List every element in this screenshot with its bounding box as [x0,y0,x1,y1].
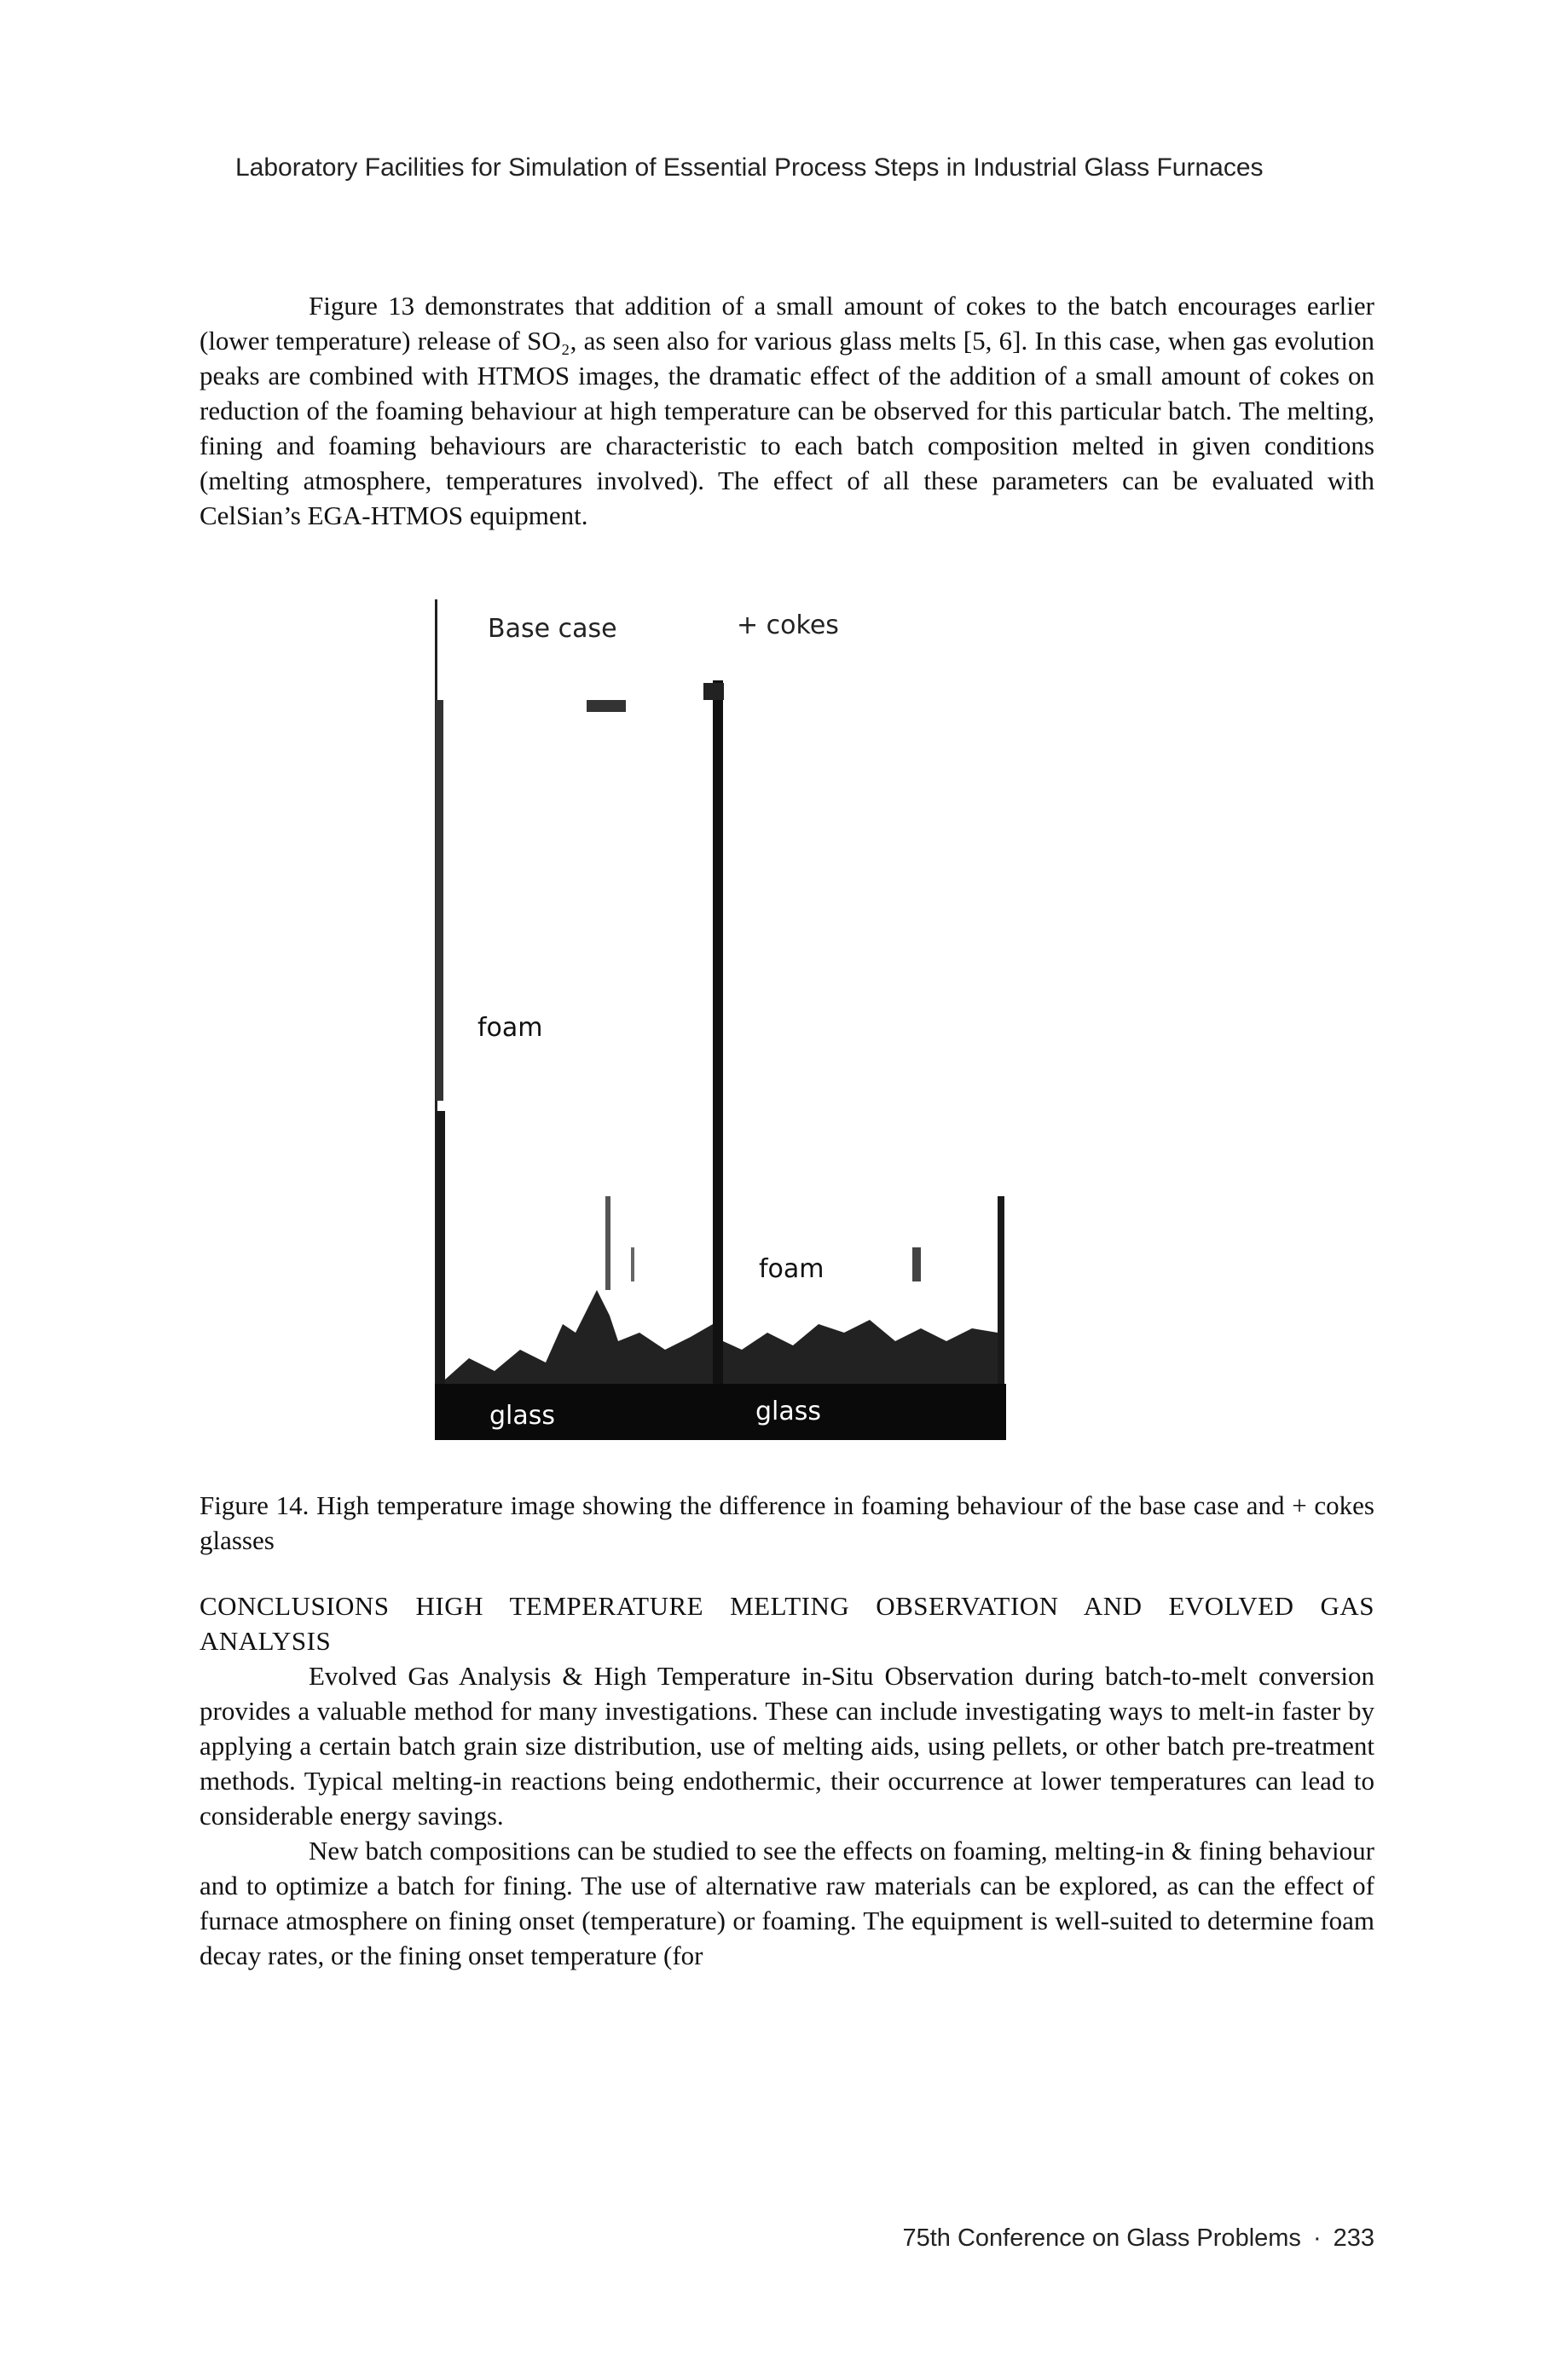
footer-separator: · [1312,2224,1322,2252]
glass-label-left: glass [489,1401,556,1431]
figure-htmos-image: Base case + cokes foam foam glass glass [435,599,1006,1440]
figure-caption: Figure 14. High temperature image showin… [200,1488,1374,1558]
page-footer: 75th Conference on Glass Problems · 233 [801,2224,1374,2253]
running-header: Laboratory Facilities for Simulation of … [235,153,1264,182]
left-wall-lower [436,1111,445,1392]
base-case-label: Base case [488,614,617,644]
left-wall-upper [436,700,443,1101]
conclusions-paragraph-1: Evolved Gas Analysis & High Temperature … [200,1661,1374,1831]
speckle-streak [605,1196,610,1290]
furnace-image [435,599,1006,1440]
right-wall [998,1196,1004,1405]
cokes-label: + cokes [737,610,839,640]
conclusions-section: CONCLUSIONS HIGH TEMPERATURE MELTING OBS… [200,1588,1374,1973]
speckle [587,700,626,712]
foam-bottom-left [445,1290,713,1401]
foam-label-right: foam [759,1254,825,1284]
paragraph-text: Figure 13 demonstrates that addition of … [200,291,1374,530]
speckle [912,1247,921,1281]
foam-label-left: foam [477,1013,543,1043]
caption-text: Figure 14. High temperature image showin… [200,1490,1374,1555]
conference-name: 75th Conference on Glass Problems [902,2224,1301,2252]
speckle [631,1247,634,1281]
glass-layer [435,1384,1006,1440]
page-number: 233 [1333,2224,1374,2252]
divider-top [703,683,724,700]
divider-wall [713,680,723,1405]
section-heading: CONCLUSIONS HIGH TEMPERATURE MELTING OBS… [200,1591,1374,1656]
foam-bottom-right [723,1320,998,1401]
body-paragraph: Figure 13 demonstrates that addition of … [200,288,1374,533]
conclusions-paragraph-2: New batch compositions can be studied to… [200,1836,1374,1970]
glass-label-right: glass [755,1397,822,1426]
